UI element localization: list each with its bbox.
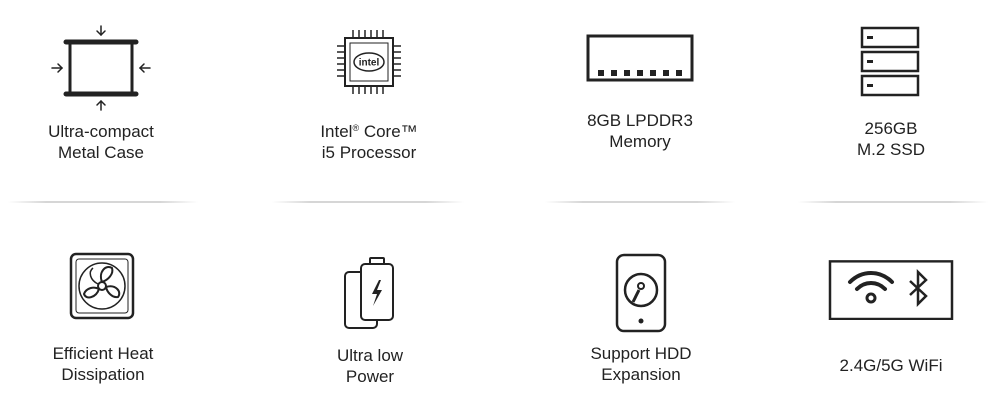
- feature-label-line2: Dissipation: [61, 365, 145, 384]
- battery-power-icon: [245, 250, 495, 340]
- memory-module-icon: [515, 20, 765, 110]
- feature-ssd: 256GB M.2 SSD: [766, 20, 1006, 170]
- feature-label-line2: Metal Case: [58, 143, 144, 162]
- feature-label-line2: Power: [345, 367, 395, 386]
- feature-label: Efficient Heat Dissipation: [0, 343, 228, 385]
- feature-label-line1: 256GB: [864, 119, 918, 138]
- feature-heat-dissipation: Efficient Heat Dissipation: [0, 250, 228, 400]
- feature-processor: intel Intel® Core™ i5 Processor: [244, 20, 494, 170]
- registered-mark: ®: [352, 123, 360, 133]
- intel-word: Intel: [320, 122, 353, 141]
- feature-label-line1: Ultra-compact: [48, 122, 154, 141]
- feature-label-line2: M.2 SSD: [856, 140, 926, 159]
- feature-label: Ultra low Power: [245, 345, 495, 387]
- bluetooth-icon: [909, 268, 928, 308]
- metal-case-icon: [0, 20, 226, 111]
- intel-chip-icon: intel: [244, 20, 494, 110]
- feature-hdd-expansion: Support HDD Expansion: [516, 250, 766, 400]
- divider: [8, 201, 198, 203]
- feature-metal-case: Ultra-compact Metal Case: [0, 20, 226, 170]
- feature-memory: 8GB LPDDR3 Memory: [515, 20, 765, 170]
- feature-label-line1: 2.4G/5G WiFi: [839, 356, 943, 375]
- feature-label-line1: Efficient Heat: [52, 344, 154, 363]
- feature-low-power: Ultra low Power: [245, 250, 495, 400]
- feature-label: Ultra-compact Metal Case: [0, 121, 226, 163]
- feature-label: Intel® Core™ i5 Processor: [244, 118, 494, 163]
- hard-disk-icon: [516, 250, 766, 340]
- divider: [798, 201, 988, 203]
- feature-label: 8GB LPDDR3 Memory: [515, 110, 765, 152]
- feature-label-line2: Expansion: [601, 365, 681, 384]
- ssd-stack-icon: [766, 20, 1006, 110]
- feature-label-line1: Support HDD: [590, 344, 692, 363]
- feature-label: 2.4G/5G WiFi: [766, 355, 1006, 376]
- divider: [272, 201, 464, 203]
- feature-label-line1: 8GB LPDDR3: [587, 111, 693, 130]
- feature-label: Support HDD Expansion: [516, 343, 766, 385]
- feature-label-line1: Ultra low: [336, 346, 404, 365]
- wifi-icon: [848, 271, 894, 304]
- divider: [545, 201, 735, 203]
- feature-label-line2: i5 Processor: [321, 143, 417, 162]
- wifi-bluetooth-icon: [766, 250, 1006, 340]
- feature-label-line1: Intel® Core™: [244, 118, 494, 142]
- fan-icon: [0, 250, 228, 340]
- feature-label-line2: Memory: [609, 132, 671, 151]
- chip-logo-text: intel: [359, 58, 380, 69]
- core-word: Core™: [359, 122, 418, 141]
- feature-label: 256GB M.2 SSD: [766, 118, 1006, 160]
- feature-wifi: 2.4G/5G WiFi: [766, 250, 1006, 400]
